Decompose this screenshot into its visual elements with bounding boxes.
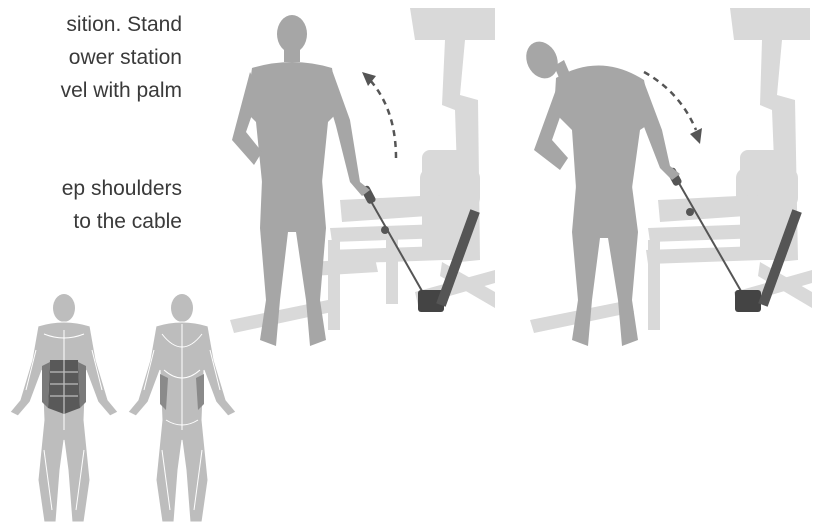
start-position-illustration: [210, 0, 500, 360]
muscle-map-front: [10, 294, 118, 522]
muscle-map-back: [128, 294, 236, 522]
end-position-svg: [520, 0, 816, 360]
instruction-line-4: ep shoulders: [62, 178, 182, 199]
figure-standing: [232, 15, 370, 346]
dashed-arrow-up: [362, 72, 396, 158]
instruction-line-2: ower station: [69, 47, 182, 68]
start-position-svg: [210, 0, 500, 360]
end-position-illustration: [520, 0, 816, 360]
muscle-map-svg: [0, 290, 240, 528]
instruction-line-5: to the cable: [73, 211, 182, 232]
muscle-map: [0, 290, 240, 528]
instruction-line-3: vel with palm: [61, 80, 182, 101]
instruction-text: sition. Stand ower station vel with palm…: [0, 0, 190, 240]
instruction-line-1: sition. Stand: [66, 14, 182, 35]
